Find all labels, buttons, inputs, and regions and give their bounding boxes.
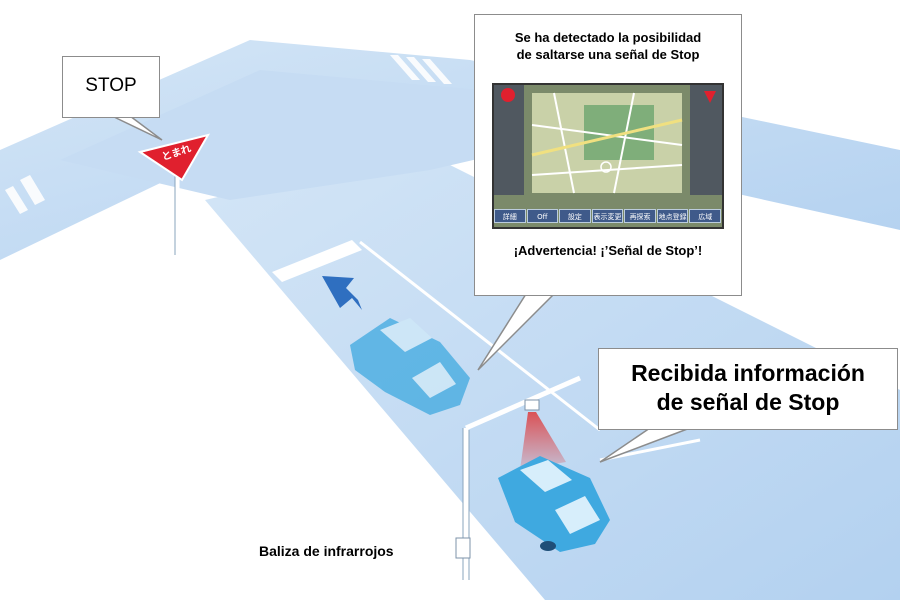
info-callout-title: Recibida información de señal de Stop [631,360,865,415]
pole-box [455,537,471,559]
infrared-beacon-label: Baliza de infrarrojos [259,543,394,559]
navigation-map-button: 設定 [559,209,591,223]
navigation-map-button: Off [526,209,559,223]
navigation-map-button: 再探索 [624,209,656,223]
navigation-map-button: 詳細 [494,209,526,223]
beacon-sensor [524,399,540,411]
navigation-map-button: 広域 [689,209,721,223]
main-car [498,456,610,552]
stop-callout-label: STOP [85,75,137,96]
main-road [205,150,900,600]
navigation-map-button: 表示変更 [591,209,624,223]
navigation-warning: ¡Advertencia! ¡’Señal de Stop’! [513,243,703,258]
info-callout: Recibida información de señal de Stop [598,348,898,430]
navigation-map [494,85,722,227]
navigation-map-button: 地点登録 [656,209,689,223]
lane-line-right [599,438,701,462]
crosswalk [5,55,452,214]
stop-line [272,240,362,282]
direction-arrow [322,276,362,310]
lane-line [359,240,601,432]
stop-sign [137,133,211,182]
ghost-car [350,318,470,415]
navigation-callout-title: Se ha detectado la posibilidad de saltar… [514,30,702,62]
navigation-callout: Se ha detectado la posibilidad de saltar… [474,14,742,296]
infrared-beam [520,412,566,470]
stop-callout: STOP [62,56,160,118]
